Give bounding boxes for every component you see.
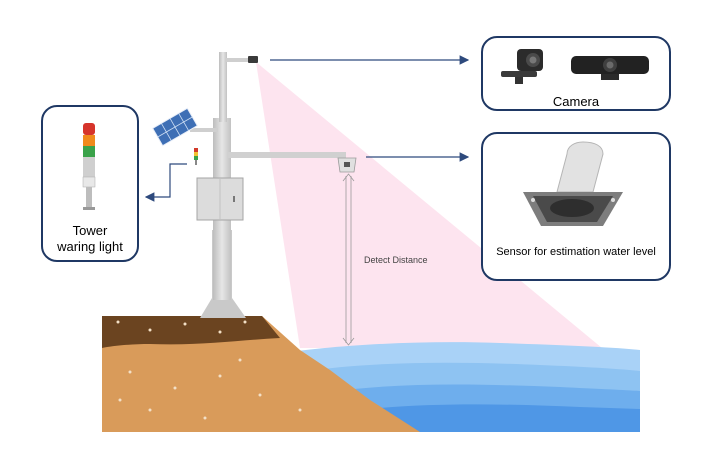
solar-panel bbox=[153, 108, 198, 145]
pole-sensor bbox=[338, 158, 356, 172]
camera-label: Camera bbox=[483, 95, 669, 109]
tower-light-label: Tower waring light bbox=[43, 223, 137, 255]
camera-callout: Camera bbox=[481, 36, 671, 111]
arrow-to-tower-light bbox=[146, 164, 187, 197]
pole-camera bbox=[248, 56, 258, 63]
tower-light-callout: Tower waring light bbox=[41, 105, 139, 262]
tower-light-icon bbox=[43, 107, 141, 227]
sensor-callout: Sensor for estimation water level bbox=[481, 132, 671, 281]
sensor-icon bbox=[483, 134, 673, 244]
control-cabinet bbox=[197, 178, 243, 220]
sensor-label: Sensor for estimation water level bbox=[483, 245, 669, 259]
camera-icon bbox=[483, 38, 673, 98]
detect-distance-label: Detect Distance bbox=[364, 255, 428, 265]
pole-tower-light bbox=[194, 148, 198, 165]
